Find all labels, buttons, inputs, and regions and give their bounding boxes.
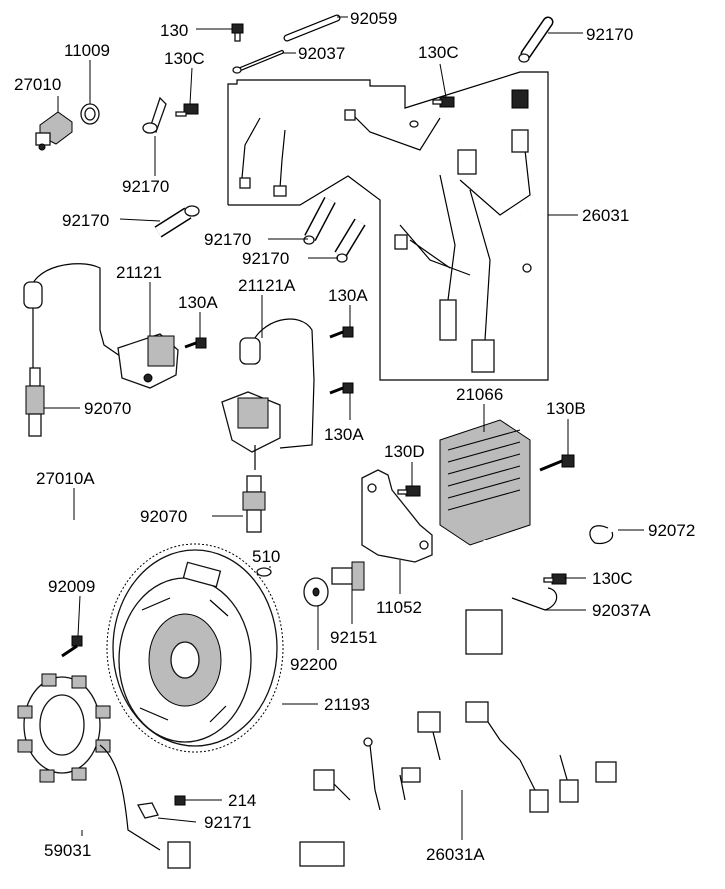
label-214: 214 xyxy=(228,791,256,810)
clip-92170-icon xyxy=(142,96,167,134)
oil-switch-27010-icon xyxy=(35,111,73,151)
bolt-130c-harness-icon xyxy=(432,96,455,108)
bolt-130-icon xyxy=(231,23,244,42)
label-92037: 92037 xyxy=(298,44,345,63)
key-510-icon xyxy=(256,567,272,577)
label-510: 510 xyxy=(252,547,280,566)
label-11052: 11052 xyxy=(376,598,422,617)
label-130a-1: 130A xyxy=(178,293,218,312)
spark-plug-92070-1-icon xyxy=(25,367,45,437)
bracket-11052-icon xyxy=(361,469,433,563)
label-27010a: 27010A xyxy=(36,469,95,488)
label-92151: 92151 xyxy=(330,628,377,647)
clip-92072-icon xyxy=(589,525,614,545)
label-21121: 21121 xyxy=(116,263,162,282)
label-21121a: 21121A xyxy=(238,276,296,295)
sleeve-92170-mid1-icon xyxy=(303,196,336,245)
label-130a-2: 130A xyxy=(328,286,368,305)
label-92059: 92059 xyxy=(350,9,397,28)
label-130c-reg: 130C xyxy=(592,569,633,588)
bolt-214-icon xyxy=(174,795,186,806)
label-21066: 21066 xyxy=(456,385,503,404)
label-26031: 26031 xyxy=(582,206,629,225)
bolt-130b-icon xyxy=(539,454,575,472)
label-130d: 130D xyxy=(384,442,425,461)
bolt-130a-3-icon xyxy=(329,382,354,395)
label-92009: 92009 xyxy=(48,577,95,596)
sleeve-92170-left-icon xyxy=(154,205,200,238)
label-92037a: 92037A xyxy=(592,601,651,620)
wire-harness-26031a-icon xyxy=(299,701,617,867)
label-130c-harness: 130C xyxy=(418,43,459,62)
flywheel-21193-icon xyxy=(106,543,284,753)
label-130a-3: 130A xyxy=(324,425,364,444)
label-92200: 92200 xyxy=(290,655,337,674)
label-26031a: 26031A xyxy=(426,845,485,864)
stator-59031-icon xyxy=(17,673,191,869)
label-27010: 27010 xyxy=(14,75,61,94)
washer-11009-icon xyxy=(80,103,100,125)
label-21193: 21193 xyxy=(324,695,370,714)
clamp-92037a-icon xyxy=(511,587,558,611)
ignition-coil-21121a-icon xyxy=(221,318,315,470)
label-92170-mid2: 92170 xyxy=(242,249,289,268)
label-92072: 92072 xyxy=(648,521,695,540)
label-11009: 11009 xyxy=(64,41,110,60)
sleeve-92170-top-icon xyxy=(518,16,554,63)
label-92170-mid1: 92170 xyxy=(204,230,251,249)
tube-92059-icon xyxy=(283,14,341,42)
label-130: 130 xyxy=(160,21,188,40)
label-59031: 59031 xyxy=(44,841,91,860)
clamp-92171-icon xyxy=(136,802,159,819)
ignition-coil-21121-icon xyxy=(23,263,179,389)
bolt-130a-2-icon xyxy=(329,326,354,339)
nut-92151-icon xyxy=(331,561,365,591)
bolt-130c-top-icon xyxy=(175,103,199,117)
label-92070-1: 92070 xyxy=(84,399,131,418)
rod-92037-icon xyxy=(232,50,284,74)
label-92170-top: 92170 xyxy=(586,25,633,44)
leader-lines xyxy=(44,16,644,840)
label-92070-2: 92070 xyxy=(140,507,187,526)
wire-harness-26031 xyxy=(227,71,549,381)
label-92170-left: 92170 xyxy=(62,211,109,230)
label-130c-top: 130C xyxy=(164,49,205,68)
bolt-130c-reg-icon xyxy=(543,573,567,585)
sleeve-92170-mid2-icon xyxy=(334,218,366,263)
bolt-92009-icon xyxy=(61,635,83,658)
spark-plug-92070-2-icon xyxy=(242,475,266,533)
regulator-21066-icon xyxy=(439,419,531,655)
washer-92200-icon xyxy=(303,577,329,607)
label-92170-clip: 92170 xyxy=(122,177,169,196)
bolt-130a-1-icon xyxy=(184,337,207,349)
label-130b: 130B xyxy=(546,399,586,418)
label-92171: 92171 xyxy=(204,813,251,832)
bolt-130d-icon xyxy=(397,485,421,497)
